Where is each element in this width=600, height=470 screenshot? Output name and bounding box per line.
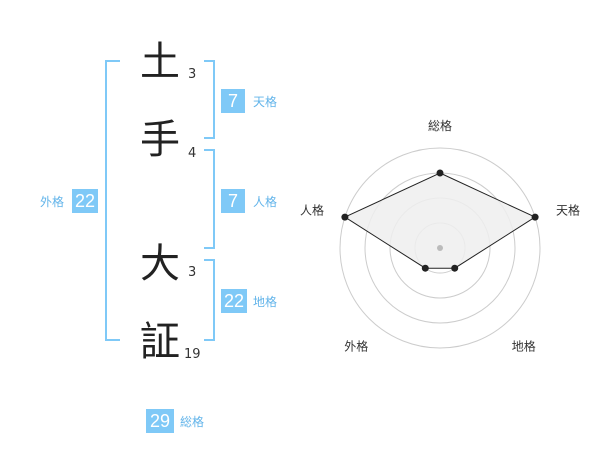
- name-char-3: 大: [140, 241, 180, 287]
- radar-axis-label-3: 地格: [512, 339, 536, 354]
- name-char-1-strokes: 3: [188, 67, 197, 82]
- soukaku-value-badge: 29: [146, 409, 174, 433]
- jinkaku-value-badge: 7: [221, 189, 245, 213]
- radar-point-1: [436, 169, 444, 177]
- name-char-4-strokes: 19: [184, 347, 201, 362]
- tenkaku-label: 天格: [253, 95, 278, 109]
- radar-point-4: [421, 264, 429, 272]
- chikaku-value-badge: 22: [221, 289, 247, 313]
- tenkaku-bracket: [204, 60, 215, 139]
- chikaku-bracket: [204, 259, 215, 341]
- name-char-2-strokes: 4: [188, 146, 197, 161]
- radar-axis-label-1: 総格: [428, 118, 452, 133]
- radar-point-2: [531, 213, 539, 221]
- soukaku-label: 総格: [180, 415, 205, 429]
- name-char-3-strokes: 3: [188, 265, 197, 280]
- radar-ring-4: [339, 147, 541, 349]
- radar-point-3: [451, 264, 459, 272]
- radar-center-point: [437, 245, 443, 251]
- radar-point-5: [341, 213, 349, 221]
- name-char-4: 証: [140, 319, 180, 365]
- gaikaku-value-badge: 22: [72, 189, 98, 213]
- gaikaku-bracket: [105, 60, 120, 341]
- jinkaku-bracket: [204, 149, 215, 249]
- name-char-2: 手: [140, 117, 180, 163]
- name-char-1: 土: [140, 39, 180, 85]
- radar-axis-label-2: 天格: [556, 202, 580, 217]
- jinkaku-label: 人格: [253, 195, 278, 209]
- radar-axis-label-5: 人格: [300, 202, 324, 217]
- radar-data-polygon: [343, 172, 537, 269]
- chikaku-label: 地格: [253, 295, 278, 309]
- gaikaku-label: 外格: [40, 195, 65, 209]
- tenkaku-value-badge: 7: [221, 89, 245, 113]
- radar-axis-label-4: 外格: [344, 339, 368, 354]
